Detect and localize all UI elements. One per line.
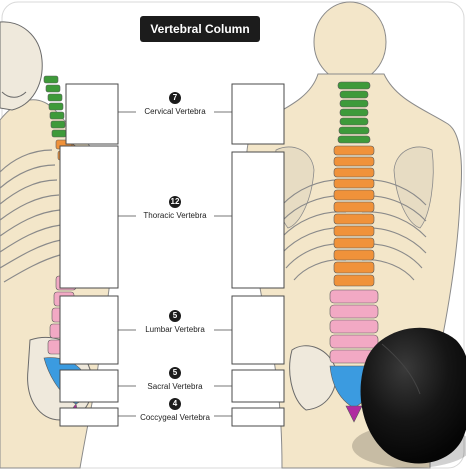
lumbar-label: Lumbar Vertebra — [145, 325, 205, 334]
thoracic-vertebra-back — [333, 225, 375, 237]
thoracic-vertebra-back — [333, 201, 375, 213]
cervical-vertebra-back — [337, 81, 371, 90]
cervical-vertebra-side — [45, 84, 61, 93]
lumbar-vertebra-back — [329, 304, 379, 319]
cervical-vertebra-back — [339, 99, 369, 108]
cervical-vertebra-back — [339, 90, 369, 99]
sacral-count-badge: 5 — [169, 367, 181, 379]
thoracic-left-box — [59, 145, 119, 289]
skull — [0, 21, 43, 111]
cervical-vertebra-side — [50, 120, 66, 129]
cervical-vertebra-side — [51, 129, 67, 138]
sacral-left-box — [59, 369, 119, 403]
connector-lines — [118, 111, 232, 417]
diagram-title: Vertebral Column — [140, 16, 260, 42]
cervical-vertebra-side — [48, 102, 64, 111]
thoracic-count-badge: 12 — [169, 196, 181, 208]
cervical-label: Cervical Vertebra — [144, 107, 206, 116]
thoracic-vertebra-back — [333, 213, 375, 225]
mouse-button-split — [381, 343, 421, 395]
sacral-right-box — [231, 369, 285, 403]
thoracic-right-box — [231, 151, 285, 289]
thoracic-vertebra-back — [333, 189, 375, 201]
cervical-right-box — [231, 83, 285, 145]
thoracic-vertebra-back — [333, 274, 375, 287]
cervical-vertebra-back — [339, 108, 369, 117]
thoracic-vertebra-back — [333, 237, 375, 249]
thoracic-vertebra-back — [333, 178, 375, 189]
lumbar-count-badge: 5 — [169, 310, 181, 322]
lumbar-left-box — [59, 295, 119, 365]
cervical-vertebra-back — [339, 117, 369, 126]
sacral-label: Sacral Vertebra — [147, 382, 203, 391]
lumbar-vertebra-back — [329, 289, 379, 304]
computer-mouse — [352, 327, 466, 468]
lumbar-right-box — [231, 295, 285, 365]
cervical-vertebra-side — [49, 111, 65, 120]
thoracic-vertebra-back — [333, 261, 375, 274]
side-ribs — [0, 149, 62, 283]
coccygeal-right-box — [231, 407, 285, 427]
cervical-vertebra-side — [47, 93, 63, 102]
lumbar-vertebra-back — [329, 319, 379, 334]
coccygeal-count-badge: 4 — [169, 398, 181, 410]
thoracic-vertebra-back — [333, 249, 375, 261]
coccygeal-left-box — [59, 407, 119, 427]
label-boxes — [59, 83, 285, 427]
cervical-vertebra-back — [337, 135, 371, 144]
mouse-body — [360, 327, 466, 464]
back-pelvis-left — [289, 345, 337, 411]
coccygeal-label: Coccygeal Vertebra — [140, 413, 210, 422]
thoracic-vertebra-back — [333, 156, 375, 167]
coccyx-back — [345, 405, 363, 423]
thoracic-vertebra-back — [333, 167, 375, 178]
lumbar-vertebra-back — [329, 334, 379, 349]
jaw — [1, 91, 27, 98]
cervical-vertebra-side — [43, 75, 59, 84]
cervical-count-badge: 7 — [169, 92, 181, 104]
cervical-left-box — [65, 83, 119, 145]
right-scapula — [393, 146, 434, 229]
back-head — [313, 1, 387, 83]
cervical-vertebra-back — [338, 126, 370, 135]
thoracic-label: Thoracic Vertebra — [143, 211, 207, 220]
thoracic-vertebra-back — [333, 145, 375, 156]
